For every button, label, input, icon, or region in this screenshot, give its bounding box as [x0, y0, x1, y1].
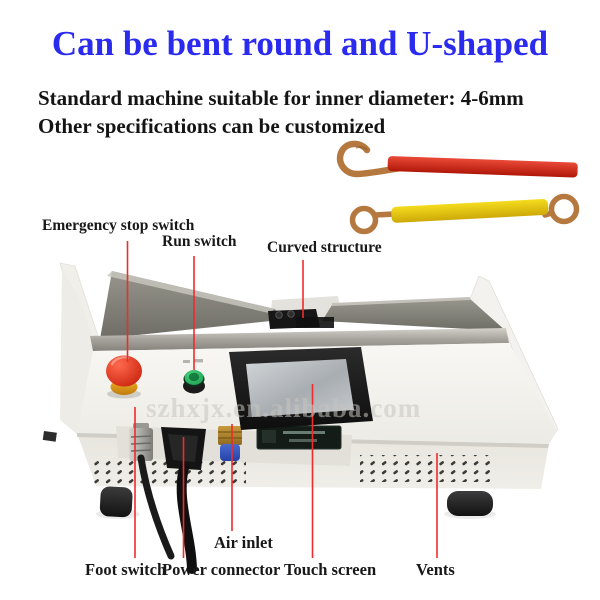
subtitle-line-2: Other specifications can be customized	[38, 114, 386, 138]
label-vents: Vents	[416, 560, 455, 579]
label-foot-switch: Foot switch	[85, 560, 167, 579]
nameplate	[256, 425, 342, 450]
label-curved-structure: Curved structure	[267, 239, 382, 256]
label-run-switch: Run switch	[162, 233, 237, 250]
label-air-inlet: Air inlet	[214, 533, 273, 552]
watermark: szhxjx.en.alibaba.com	[146, 393, 422, 423]
product-hook-red	[336, 140, 578, 178]
label-touch-screen: Touch screen	[284, 560, 377, 579]
page-title: Can be bent round and U-shaped	[51, 24, 549, 63]
label-emergency-stop-switch: Emergency stop switch	[42, 217, 195, 234]
annotation-lines	[126, 241, 438, 558]
subtitle-line-1: Standard machine suitable for inner diam…	[38, 86, 524, 110]
machine-foot-left	[99, 486, 133, 518]
run-button	[183, 359, 205, 394]
touch-screen	[229, 347, 373, 430]
product-eyelet-yellow	[349, 193, 580, 235]
machine-foot-right	[447, 491, 493, 516]
curved-structure-part	[268, 309, 334, 329]
vents-right	[360, 455, 490, 482]
label-power-connector: Power connector	[162, 560, 281, 579]
air-inlet-fitting	[218, 426, 242, 461]
emergency-stop-button	[106, 355, 142, 399]
